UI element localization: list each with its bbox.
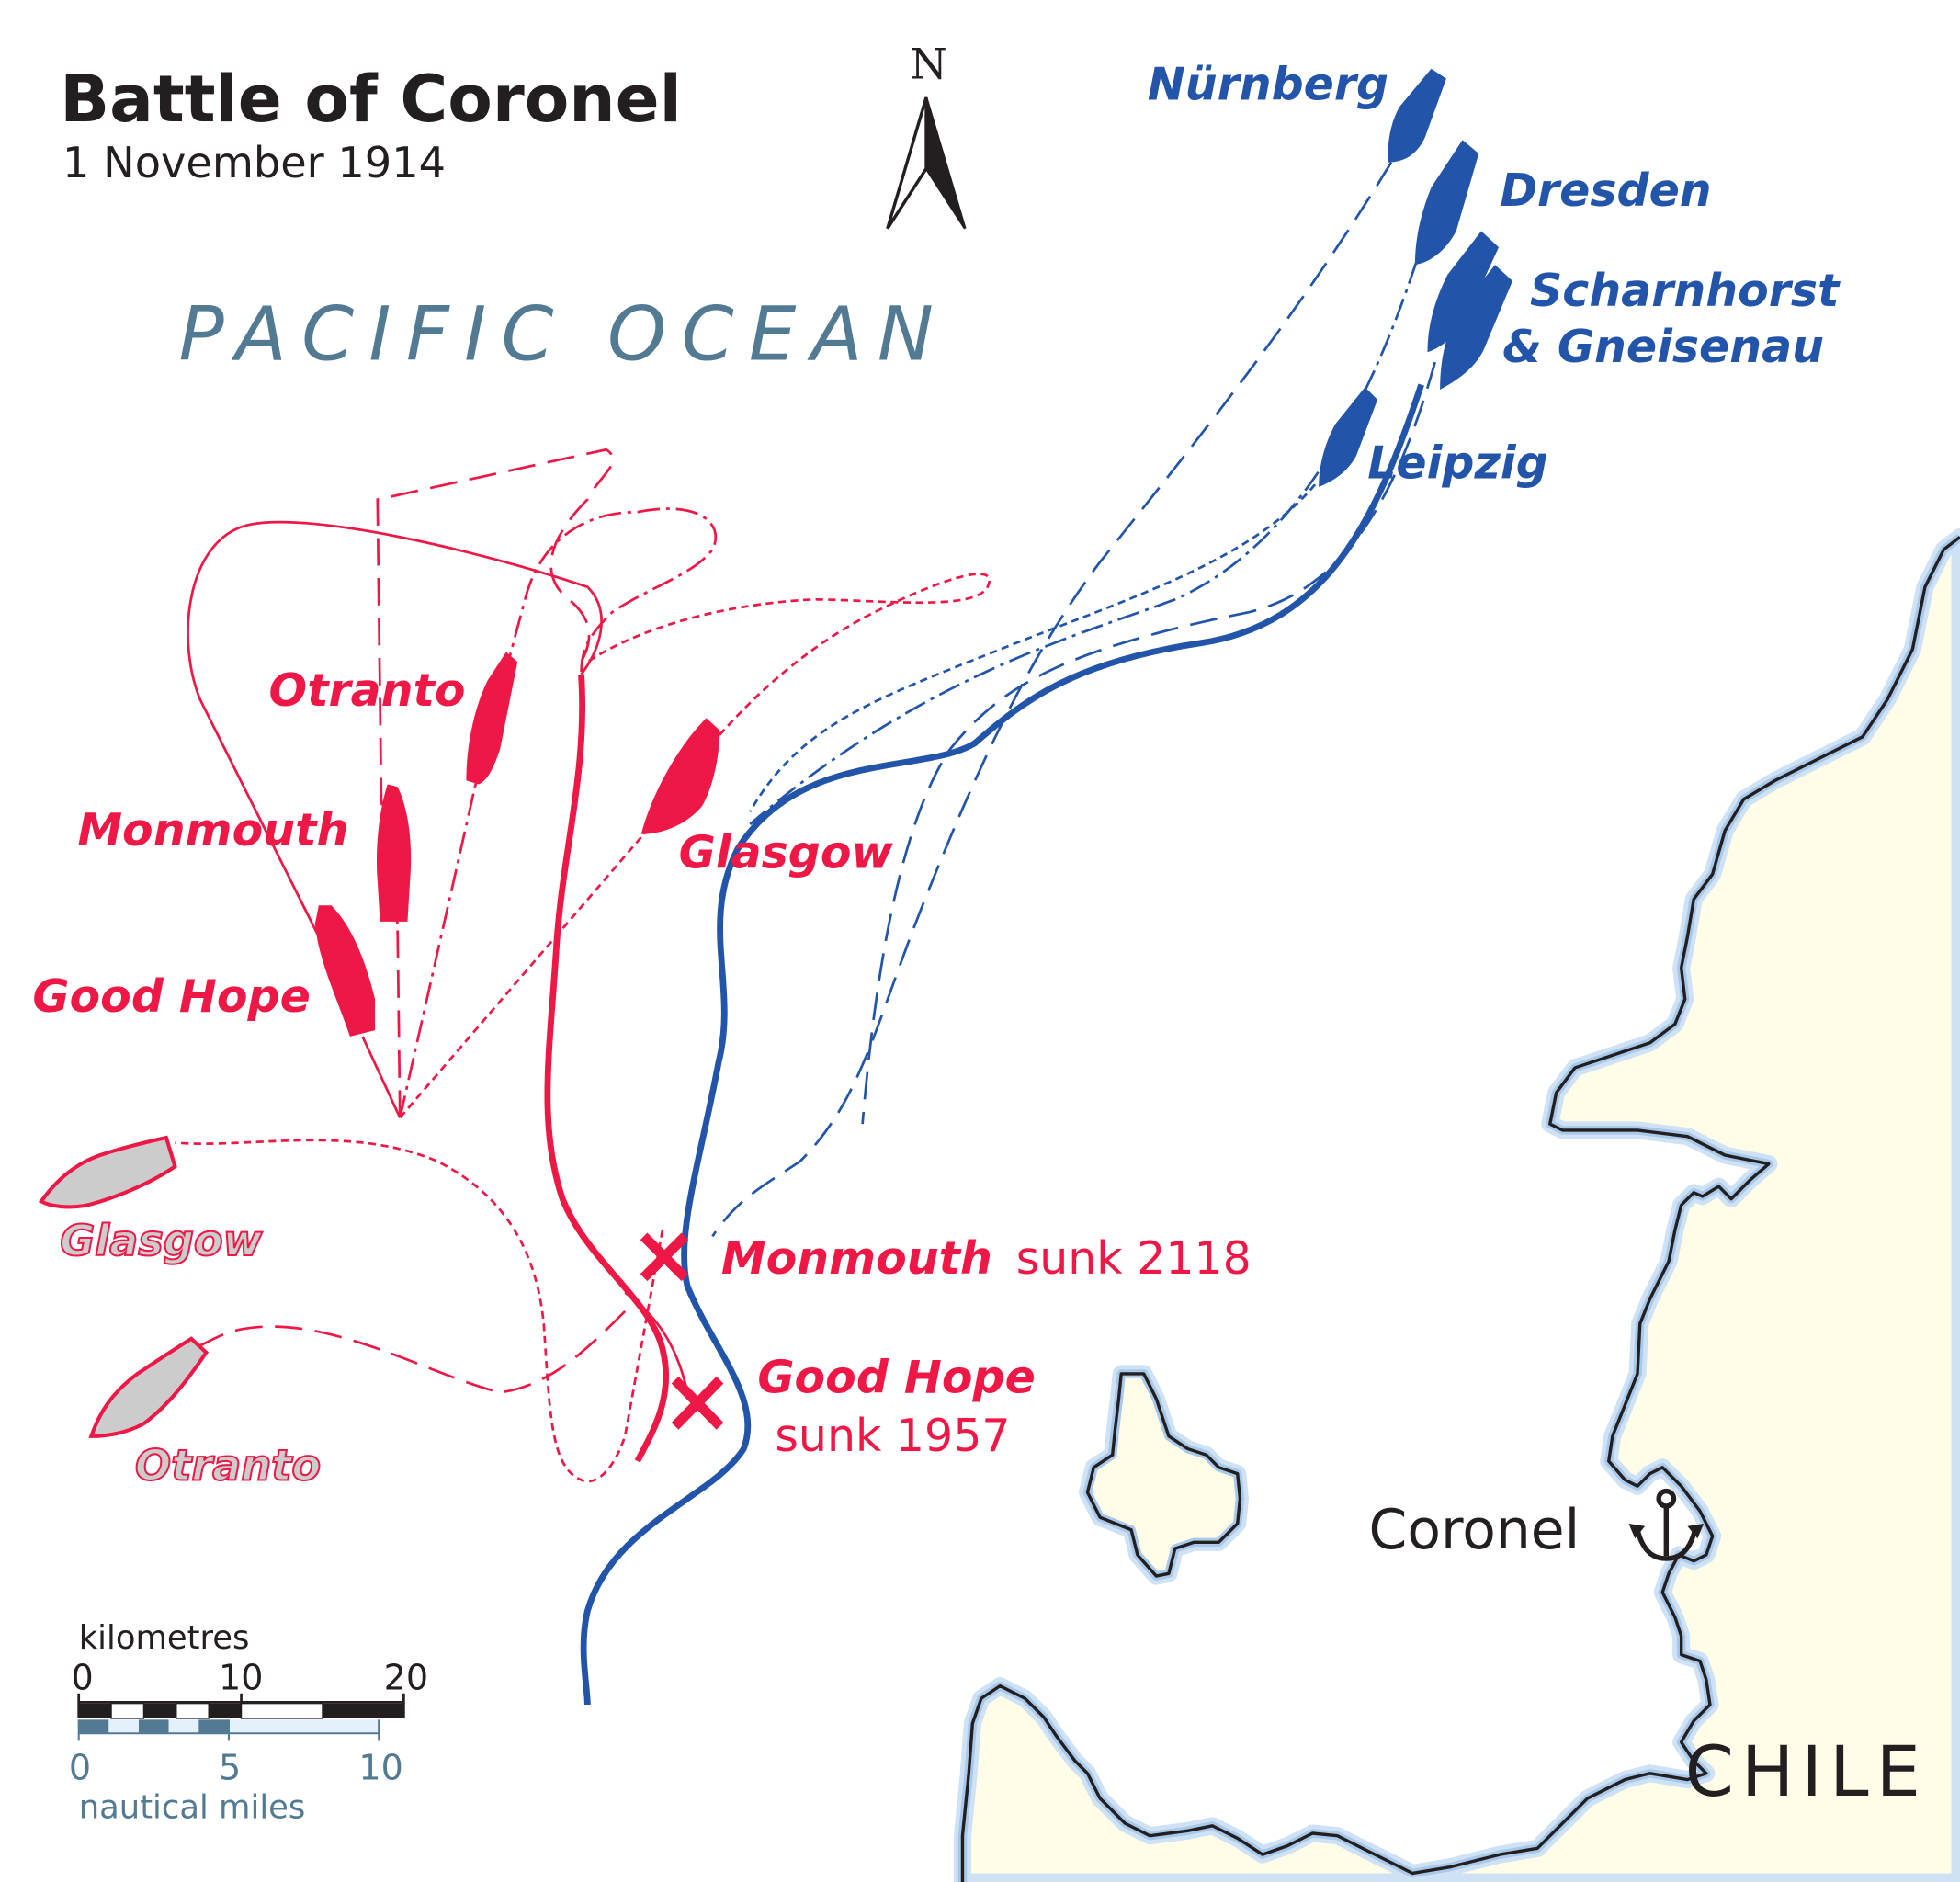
british-tracks (175, 448, 991, 1483)
label-glasgow-escaped: Glasgow (60, 1216, 262, 1265)
label-gneisenau: & Gneisenau (1502, 321, 1824, 373)
loss-monmouth-note: sunk 2118 (1016, 1232, 1252, 1285)
port-label: Coronel (1369, 1498, 1580, 1562)
ocean-label: PACIFIC OCEAN (179, 290, 949, 378)
label-glasgow: Glasgow (679, 827, 894, 879)
map-date: 1 November 1914 (62, 138, 446, 187)
ship-icon-glasgow-escaped (38, 1135, 177, 1209)
ship-icon-dresden (1414, 140, 1479, 266)
compass-north-label: N (910, 40, 946, 89)
ship-icon-nurnberg (1387, 68, 1446, 163)
scale-bar: kilometres 0 10 20 0 5 10 nautical miles (69, 1619, 428, 1827)
ship-icon-glasgow (640, 718, 720, 834)
escaped-ships (38, 1135, 210, 1438)
ship-icon-otranto (466, 652, 518, 785)
label-good-hope: Good Hope (32, 970, 310, 1023)
scale-nm-tick-0: 0 (69, 1748, 91, 1788)
north-arrow-icon: N (886, 40, 967, 230)
label-leipzig: Leipzig (1367, 437, 1548, 490)
loss-good-hope-ship: Good Hope (757, 1351, 1035, 1403)
label-otranto-escaped: Otranto (135, 1440, 321, 1490)
scale-km-tick-20: 20 (384, 1658, 428, 1698)
ship-icon-leipzig (1319, 387, 1378, 488)
label-monmouth: Monmouth (77, 804, 348, 856)
scale-km-label: kilometres (79, 1619, 250, 1657)
chile-mainland (953, 527, 1960, 1882)
country-label: CHILE (1685, 1730, 1928, 1812)
x-mark-icon-good-hope (671, 1376, 724, 1430)
label-dresden: Dresden (1500, 164, 1711, 217)
scale-nm-tick-5: 5 (219, 1748, 241, 1788)
ship-icon-scharnhorst (1427, 231, 1500, 353)
anchor-icon (1628, 1488, 1705, 1561)
label-scharnhorst: Scharnhorst (1530, 265, 1841, 317)
ship-icon-gneisenau (1440, 265, 1513, 391)
label-nurnberg: Nürnberg (1148, 59, 1388, 111)
loss-monmouth-ship: Monmouth (721, 1232, 992, 1285)
island (1078, 1365, 1249, 1585)
scale-nm-label: nautical miles (79, 1789, 306, 1827)
ship-icon-monmouth (376, 784, 412, 922)
loss-monmouth: Monmouth sunk 2118 (721, 1232, 1252, 1285)
loss-good-hope-note: sunk 1957 (775, 1410, 1010, 1462)
scale-km-tick-0: 0 (72, 1658, 94, 1698)
german-ships (1319, 68, 1513, 488)
map-title: Battle of Coronel (60, 61, 682, 137)
ship-icon-otranto-escaped (88, 1336, 210, 1438)
ship-icon-good-hope (314, 905, 376, 1037)
label-otranto: Otranto (268, 664, 465, 717)
x-mark-icon-monmouth (640, 1232, 689, 1282)
scale-nm-tick-10: 10 (358, 1748, 402, 1788)
scale-km-tick-10: 10 (219, 1658, 263, 1698)
british-ships (314, 652, 720, 1037)
german-tracks (580, 161, 1436, 1706)
